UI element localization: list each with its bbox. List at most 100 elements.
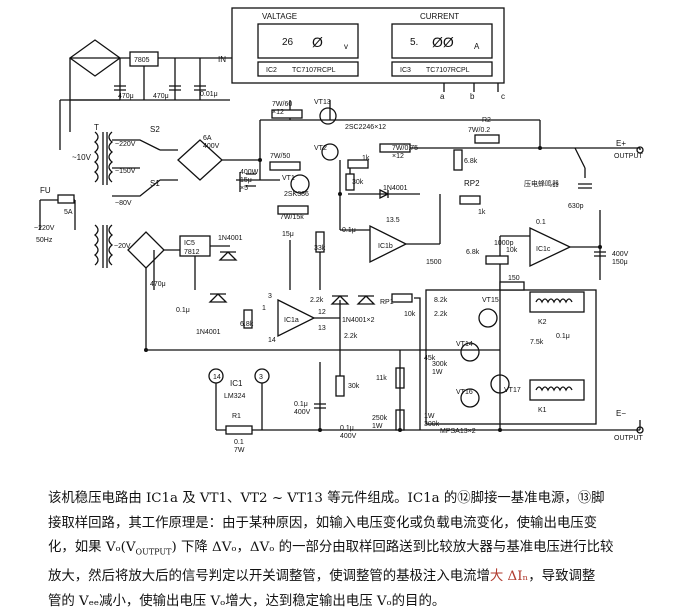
diode-1n4001-bottom: 1N4001 bbox=[196, 329, 221, 336]
switch-s2: S2 bbox=[150, 125, 160, 134]
c-15u-label: 15μ bbox=[282, 231, 294, 238]
r-7w50 bbox=[269, 161, 301, 171]
voltage-unit: v bbox=[344, 42, 348, 51]
tap-150: ~150V bbox=[115, 168, 136, 175]
caption-line-5: 管的 Vₑₑ减小，使输出电压 Vₒ增大，达到稳定输出电压 Vₒ的目的。 bbox=[48, 593, 446, 609]
tap-80: ~80V bbox=[115, 200, 132, 207]
ctl-cap bbox=[314, 362, 326, 430]
aux-reg-id: IC5 bbox=[184, 240, 195, 247]
r-7w50-label: 7W/50 bbox=[270, 153, 290, 160]
rp1-label: RP1 bbox=[380, 299, 394, 306]
ic1a-opamp bbox=[277, 298, 316, 338]
diode-main-branch bbox=[348, 188, 420, 200]
r1-shunt bbox=[225, 425, 253, 435]
rp2-1k-label: 1k bbox=[478, 209, 486, 216]
r-6-8k-label: 6.8k bbox=[464, 158, 478, 165]
ic3-part: TC7107RCPL bbox=[426, 67, 470, 74]
c-0-1-label: 0.1 bbox=[536, 219, 546, 226]
cap2-label: 470μ bbox=[153, 93, 169, 100]
ic2-id: IC2 bbox=[266, 67, 277, 74]
k1-coil bbox=[535, 386, 573, 392]
r-6-8k bbox=[453, 149, 463, 171]
pos-output-label: E+ bbox=[616, 139, 626, 148]
transformer-id: T bbox=[94, 123, 99, 132]
ic1b-opamp bbox=[369, 224, 408, 264]
r-45k-label: 45k bbox=[424, 355, 436, 362]
tap-220: ~220V bbox=[115, 141, 136, 148]
r-7w60 bbox=[271, 109, 303, 119]
r-7w15k bbox=[277, 205, 309, 215]
r2-resistor bbox=[474, 134, 500, 144]
aux-cap-label: 470μ bbox=[150, 281, 166, 288]
c-630p-label: 630p bbox=[568, 203, 584, 210]
neg-output-terminal[interactable] bbox=[636, 426, 644, 434]
caption-line-4c: ，导致调整 bbox=[528, 569, 596, 585]
relay-k1 bbox=[529, 379, 585, 401]
k2-coil bbox=[535, 298, 573, 304]
voltage-digits: Ø bbox=[312, 34, 323, 50]
r-7-5k-label: 7.5k bbox=[530, 339, 544, 346]
ic1a-label: IC1a bbox=[284, 317, 299, 324]
aux-diodes bbox=[208, 251, 238, 303]
voltage-reading: 26 bbox=[282, 37, 294, 48]
ic1-part: LM324 bbox=[224, 393, 246, 400]
r-6-8k-ctl-label: 6.8k bbox=[240, 321, 254, 328]
voltage-display bbox=[257, 23, 359, 59]
current-unit: A bbox=[474, 42, 480, 51]
ic2-chip bbox=[257, 61, 359, 77]
aux-reg-part: 7812 bbox=[184, 249, 200, 256]
ic1b-wires bbox=[289, 194, 441, 290]
pin-3: 3 bbox=[268, 293, 272, 300]
ic3-id: IC3 bbox=[400, 67, 411, 74]
ic1-pin-b-num: 3 bbox=[259, 374, 263, 381]
pass-bus bbox=[222, 100, 540, 180]
pos-output-terminal[interactable] bbox=[636, 146, 644, 154]
vt1-part: 2SK386 bbox=[284, 191, 309, 198]
circuit-schematic: VALTAGE CURRENT 26 Ø v 5. ØØ A IC2 TC710… bbox=[34, 7, 644, 454]
ic1b-label: IC1b bbox=[378, 243, 393, 250]
cap-400w bbox=[236, 172, 280, 192]
current-display bbox=[391, 23, 493, 59]
r-7w60-label: 7W/60×12 bbox=[272, 101, 292, 116]
rp2-label: RP2 bbox=[464, 179, 480, 188]
r-7w15k-label: 7W/15k bbox=[280, 214, 304, 221]
r-2-2k-label: 2.2k bbox=[310, 297, 324, 304]
sense-wire bbox=[410, 120, 541, 149]
fuse-id: FU bbox=[40, 186, 51, 195]
buzzer bbox=[578, 183, 592, 189]
meter-ac-leads bbox=[59, 100, 71, 150]
caption-line-4a: 放大，然后将放大后的信号判定以开关调整管，使调整管的基极注入电流增 bbox=[48, 569, 490, 585]
ic1-id: IC1 bbox=[230, 379, 243, 388]
voltage-meter-title: VALTAGE bbox=[262, 12, 297, 21]
r-7w075-label: 7W/0.75×12 bbox=[392, 145, 418, 160]
r-30k-ctl-label: 30k bbox=[348, 383, 360, 390]
caption-line-2: 接取样回路，其工作原理是：由于某种原因，如输入电压变化或负载电流变化，使输出电压… bbox=[48, 515, 598, 531]
meter-filter-caps bbox=[114, 85, 206, 91]
r2-id: R2 bbox=[482, 117, 491, 124]
vt16-label: VT16 bbox=[456, 389, 473, 396]
r-30k bbox=[345, 173, 355, 191]
ic3-chip bbox=[391, 61, 493, 77]
current-reading: 5. bbox=[410, 37, 418, 48]
caption-line-4-highlight: 大 ΔIₙ bbox=[489, 569, 529, 585]
r-30k-ctl bbox=[335, 375, 345, 397]
vt2-label: VT2 bbox=[314, 145, 327, 152]
r-11k-label: 11k bbox=[376, 375, 387, 382]
clamp-diodes bbox=[330, 295, 376, 305]
meter-input-label: IN bbox=[218, 55, 226, 64]
caption-line-3-sub: OUTPUT bbox=[135, 547, 172, 557]
r-30k-label: 30k bbox=[352, 179, 364, 186]
neg-output-word: OUTPUT bbox=[614, 435, 644, 442]
pin-1: 1 bbox=[262, 305, 266, 312]
aux-cap2-label: 0.1μ bbox=[176, 307, 190, 314]
k2-label: K2 bbox=[538, 319, 547, 326]
ic2-part: TC7107RCPL bbox=[292, 67, 336, 74]
vt15-transistor bbox=[478, 308, 498, 328]
pos-output-word: OUTPUT bbox=[614, 153, 644, 160]
rp1-pot bbox=[391, 293, 413, 303]
tap-switches bbox=[112, 139, 178, 197]
